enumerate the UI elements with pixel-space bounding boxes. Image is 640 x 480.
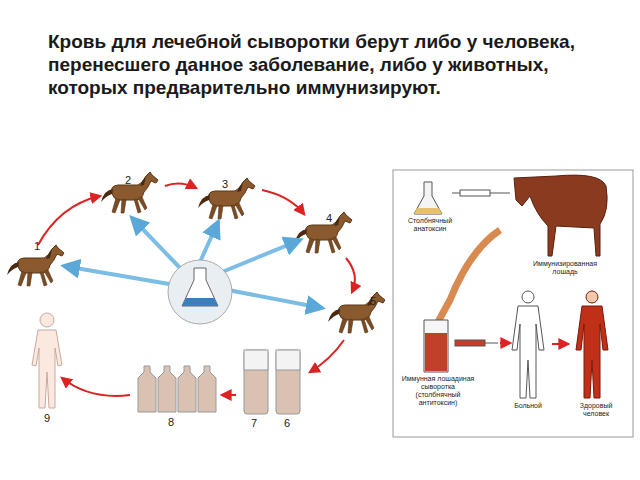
title: Кровь для лечебной сыворотки берут либо … — [48, 30, 593, 99]
callout-number: 4 — [326, 212, 332, 224]
callout-number: 8 — [168, 416, 174, 428]
callout-number: 6 — [284, 417, 290, 429]
callout-number: 7 — [251, 417, 257, 429]
callout-number: 5 — [370, 295, 376, 307]
part-label: Иммунная лошадиная сыворотка (столбнячны… — [398, 375, 478, 407]
part-label: Иммунизированная лошадь — [520, 260, 610, 276]
callout-number: 9 — [44, 412, 50, 424]
part-label: Здоровый человек — [566, 402, 626, 418]
part-label: Столбнячный анатоксин — [400, 217, 460, 233]
part-label: Больной — [500, 402, 556, 410]
callout-number: 2 — [125, 174, 131, 186]
callout-number: 3 — [222, 178, 228, 190]
callout-number: 1 — [34, 240, 40, 252]
